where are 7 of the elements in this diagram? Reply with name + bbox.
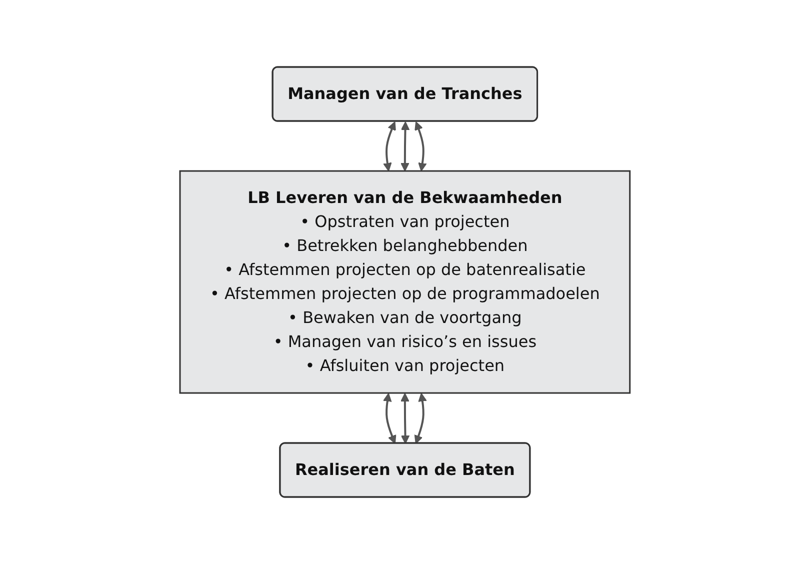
arrow — [414, 120, 426, 171]
arrow — [382, 120, 396, 171]
arrow — [400, 121, 410, 171]
arrow — [400, 392, 410, 444]
arrow — [382, 392, 396, 444]
node-box: LB Leveren van de Bekwaamheden • Opstraten van projecten • Betrekken belanghebbenden • Afstemmen projecten op de batenrealisatie • Afstemmen projecten op de programmadoelen • Bewaken van de voortgang • Managen van risico’s en issues • Afsluiten van projecten — [178, 170, 630, 394]
arrow — [414, 392, 426, 444]
